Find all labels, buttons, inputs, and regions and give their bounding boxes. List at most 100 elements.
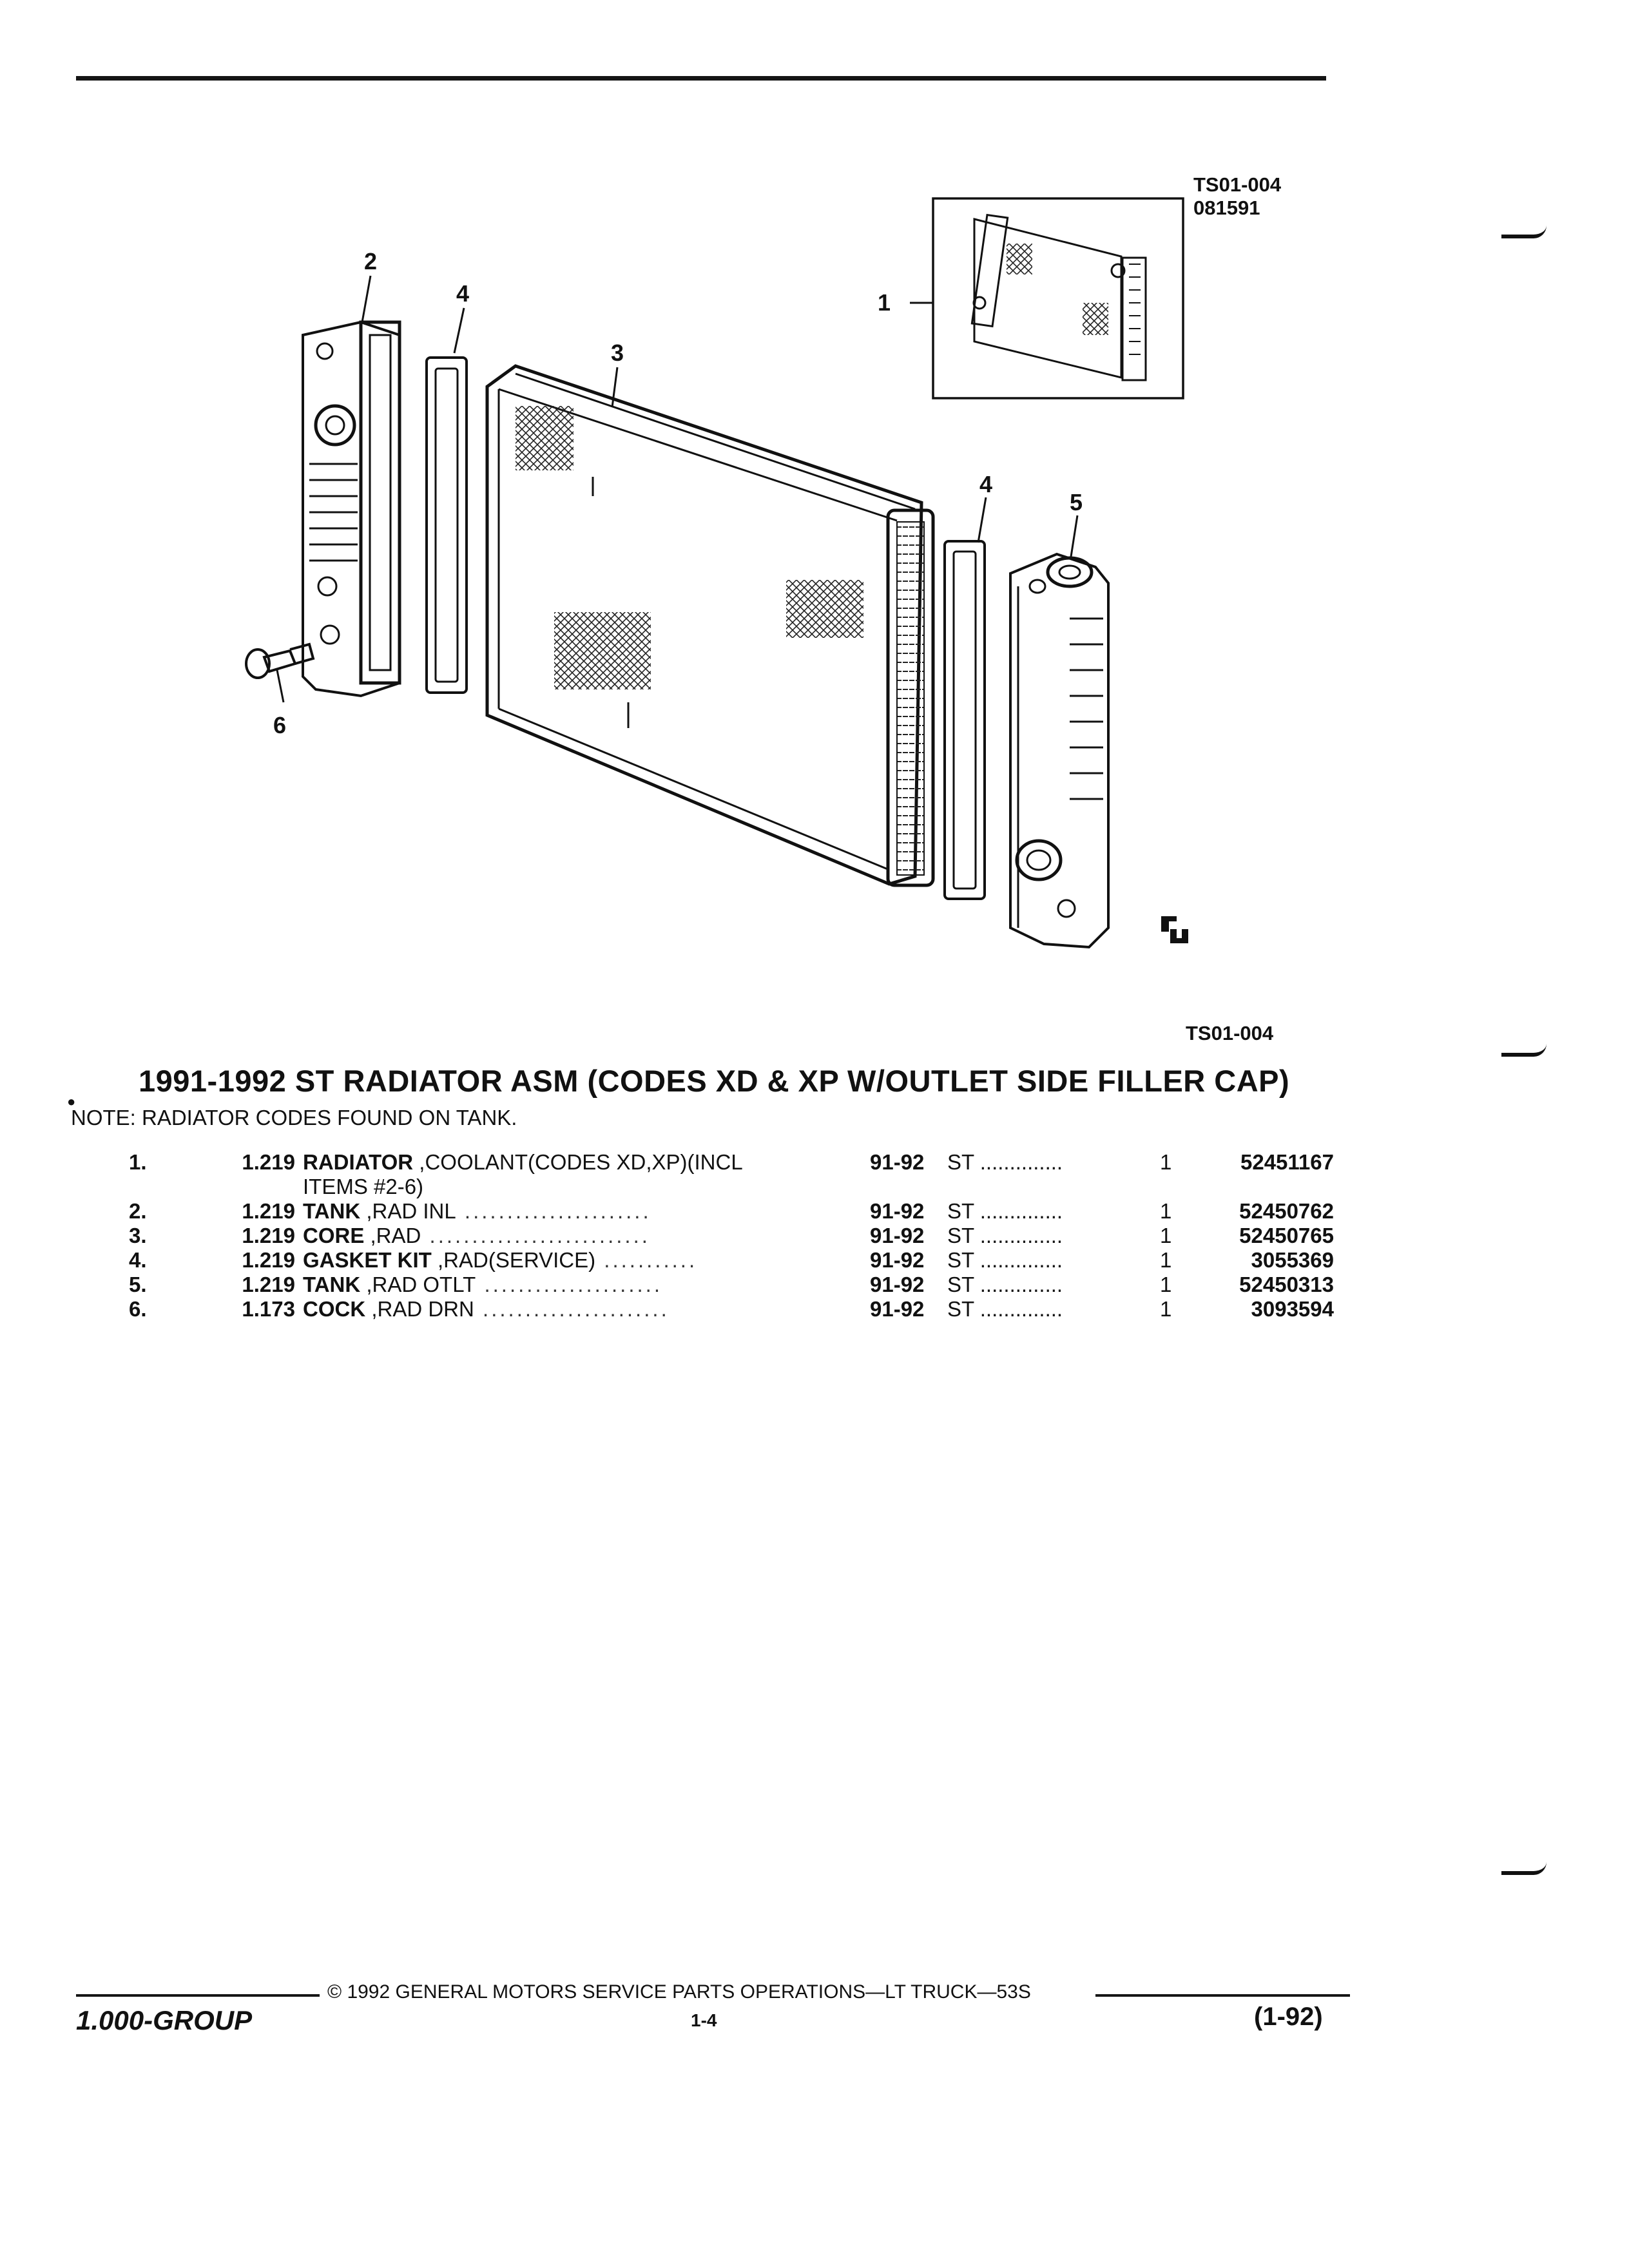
outlet-tank-part [1009, 552, 1110, 949]
item-number: 1. [129, 1150, 147, 1174]
inlet-tank-part [302, 320, 401, 698]
group-number: 1.173 [242, 1297, 295, 1321]
series-value: ST [947, 1150, 974, 1174]
group-number: 1.219 [242, 1224, 295, 1247]
series-value: ST [947, 1273, 974, 1296]
part-detail: ,RAD DRN [371, 1297, 474, 1321]
model-years: 91-92 [870, 1273, 925, 1296]
model-years: 91-92 [870, 1150, 925, 1174]
item-number: 3. [129, 1224, 147, 1247]
part-detail: ,RAD OTLT [366, 1273, 476, 1296]
part-number: 3093594 [1251, 1297, 1334, 1321]
figure-id-bottom: TS01-004 [1186, 1022, 1274, 1044]
callout-4-left: 4 [456, 280, 469, 307]
right-gasket-part [943, 540, 986, 900]
parts-table: 1. 1.219 RADIATOR ,COOLANT(CODES XD,XP)(IN… [129, 1150, 1334, 1321]
figure-date-code: 081591 [1193, 197, 1260, 219]
edge-mark-2 [1501, 1044, 1547, 1057]
section-title: 1991-1992 ST RADIATOR ASM (CODES XD & XP… [139, 1064, 1290, 1098]
edge-mark-3 [1501, 1862, 1547, 1875]
model-years: 91-92 [870, 1199, 925, 1223]
leader-dots: .............. [974, 1199, 1063, 1223]
table-row: 5. 1.219 TANK ,RAD OTLT ..................… [129, 1273, 1334, 1297]
part-description: CORE ,RAD .......................... [303, 1224, 870, 1248]
series-value: ST [947, 1297, 974, 1321]
item-number: 4. [129, 1248, 147, 1272]
group-number: 1.219 [242, 1273, 295, 1296]
part-name: COCK [303, 1297, 366, 1321]
symbol-mark-icon [1161, 916, 1188, 943]
part-detail: ,RAD(SERVICE) [438, 1248, 596, 1272]
series-value: ST [947, 1248, 974, 1272]
table-row: 1. 1.219 RADIATOR ,COOLANT(CODES XD,XP)(IN… [129, 1150, 1334, 1199]
part-description: TANK ,RAD INL ...................... [303, 1199, 870, 1224]
table-row: 3. 1.219 CORE ,RAD .......................… [129, 1224, 1334, 1248]
model-years: 91-92 [870, 1248, 925, 1272]
part-name: TANK [303, 1273, 361, 1296]
leader-dots: ...................... [474, 1297, 670, 1321]
part-description: COCK ,RAD DRN ...................... [303, 1297, 870, 1321]
callout-6: 6 [273, 712, 286, 738]
series-code: ST .............. [947, 1150, 1160, 1199]
series-code: ST .............. [947, 1199, 1160, 1224]
radiator-exploded-diagram: 1 2 3 4 4 5 6 [245, 197, 1188, 949]
leader-dots: .............. [974, 1150, 1063, 1174]
part-name: TANK [303, 1199, 361, 1223]
leader-dots: ...................... [456, 1199, 651, 1223]
group-number: 1.219 [242, 1150, 295, 1174]
part-number: 52450765 [1239, 1224, 1334, 1247]
part-detail: ,COOLANT(CODES XD,XP)(INCL [419, 1150, 743, 1174]
footer-page-number: 1-4 [691, 2010, 717, 2030]
series-code: ST .............. [947, 1248, 1160, 1273]
part-number: 3055369 [1251, 1248, 1334, 1272]
table-row: 6. 1.173 COCK ,RAD DRN ...................… [129, 1297, 1334, 1321]
series-code: ST .............. [947, 1273, 1160, 1297]
series-code: ST .............. [947, 1224, 1160, 1248]
callout-2: 2 [364, 248, 377, 274]
callout-3: 3 [611, 340, 624, 366]
part-name: RADIATOR [303, 1150, 414, 1174]
leader-dots: .......................... [421, 1224, 650, 1247]
part-detail: ,RAD INL [366, 1199, 456, 1223]
model-years: 91-92 [870, 1224, 925, 1247]
item-number: 5. [129, 1273, 147, 1296]
quantity: 1 [1160, 1150, 1172, 1174]
part-detail: ,RAD [370, 1224, 421, 1247]
series-code: ST .............. [947, 1297, 1160, 1321]
part-number: 52450762 [1239, 1199, 1334, 1223]
drain-cock-part [245, 642, 315, 679]
leader-dots: .............. [974, 1273, 1063, 1296]
part-name: GASKET KIT [303, 1248, 432, 1272]
part-detail-continued: ITEMS #2-6) [303, 1175, 424, 1198]
quantity: 1 [1160, 1273, 1172, 1296]
part-number: 52451167 [1240, 1150, 1334, 1174]
footer-rule-right [1095, 1994, 1350, 1997]
leader-dots: ........... [595, 1248, 698, 1272]
table-row: 2. 1.219 TANK ,RAD INL ...................… [129, 1199, 1334, 1224]
footer-group: 1.000-GROUP [76, 2005, 253, 2035]
table-row: 4. 1.219 GASKET KIT ,RAD(SERVICE) ........… [129, 1248, 1334, 1273]
group-number: 1.219 [242, 1248, 295, 1272]
section-note: NOTE: RADIATOR CODES FOUND ON TANK. [71, 1106, 517, 1129]
quantity: 1 [1160, 1199, 1172, 1223]
item-number: 2. [129, 1199, 147, 1223]
item-number: 6. [129, 1297, 147, 1321]
radiator-core-part [485, 364, 935, 887]
leader-dots: ..................... [476, 1273, 662, 1296]
leader-dots: .............. [974, 1224, 1063, 1247]
part-description: TANK ,RAD OTLT ..................... [303, 1273, 870, 1297]
model-years: 91-92 [870, 1297, 925, 1321]
series-value: ST [947, 1199, 974, 1223]
callout-leaders [361, 275, 1079, 557]
part-description: GASKET KIT ,RAD(SERVICE) ........... [303, 1248, 870, 1273]
group-number: 1.219 [242, 1199, 295, 1223]
leader-dots: .............. [974, 1297, 1063, 1321]
quantity: 1 [1160, 1248, 1172, 1272]
leader-dots: .............. [974, 1248, 1063, 1272]
edge-mark-1 [1501, 226, 1547, 238]
series-value: ST [947, 1224, 974, 1247]
callout-4-right: 4 [979, 471, 992, 497]
quantity: 1 [1160, 1297, 1172, 1321]
footer-rule-left [76, 1994, 320, 1997]
